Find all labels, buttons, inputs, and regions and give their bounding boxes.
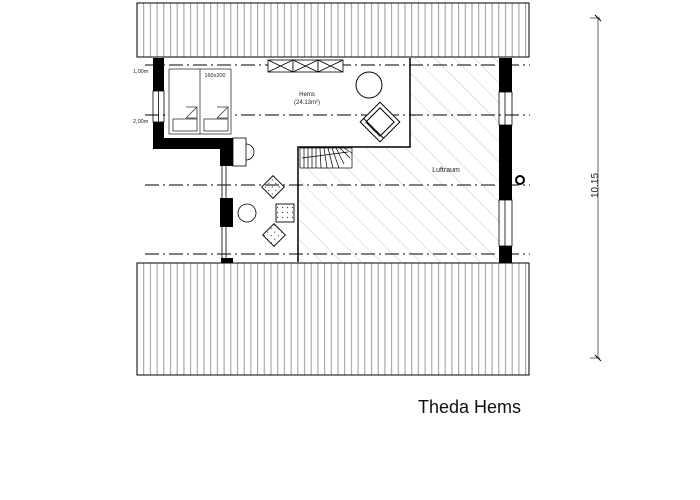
void-label: Luftraum bbox=[432, 167, 460, 174]
stools bbox=[261, 175, 295, 247]
gallery-outline bbox=[297, 58, 411, 262]
skylights bbox=[267, 59, 344, 73]
height-2m-label: 2,00m bbox=[133, 119, 149, 125]
void-area bbox=[298, 58, 500, 262]
walls bbox=[153, 58, 512, 263]
roof-bottom bbox=[136, 262, 530, 376]
room-area-label: (24.13m²) bbox=[294, 100, 320, 106]
wall-fixture-icon bbox=[515, 175, 525, 185]
dimension-line bbox=[590, 14, 602, 362]
double-bed bbox=[168, 68, 232, 135]
staircase bbox=[299, 147, 353, 169]
small-round-table bbox=[237, 203, 257, 223]
desk bbox=[232, 137, 255, 167]
round-table bbox=[355, 71, 383, 99]
dimension-label: 10.15 bbox=[590, 172, 602, 199]
bed-size-label: 160x200 bbox=[204, 73, 225, 79]
plan-title: Theda Hems bbox=[418, 397, 522, 417]
armchair bbox=[359, 101, 401, 143]
height-1m-label: 1,00m bbox=[133, 69, 149, 75]
windows bbox=[152, 90, 513, 258]
roof-top bbox=[136, 2, 530, 58]
room-name-label: Hems bbox=[299, 92, 315, 98]
